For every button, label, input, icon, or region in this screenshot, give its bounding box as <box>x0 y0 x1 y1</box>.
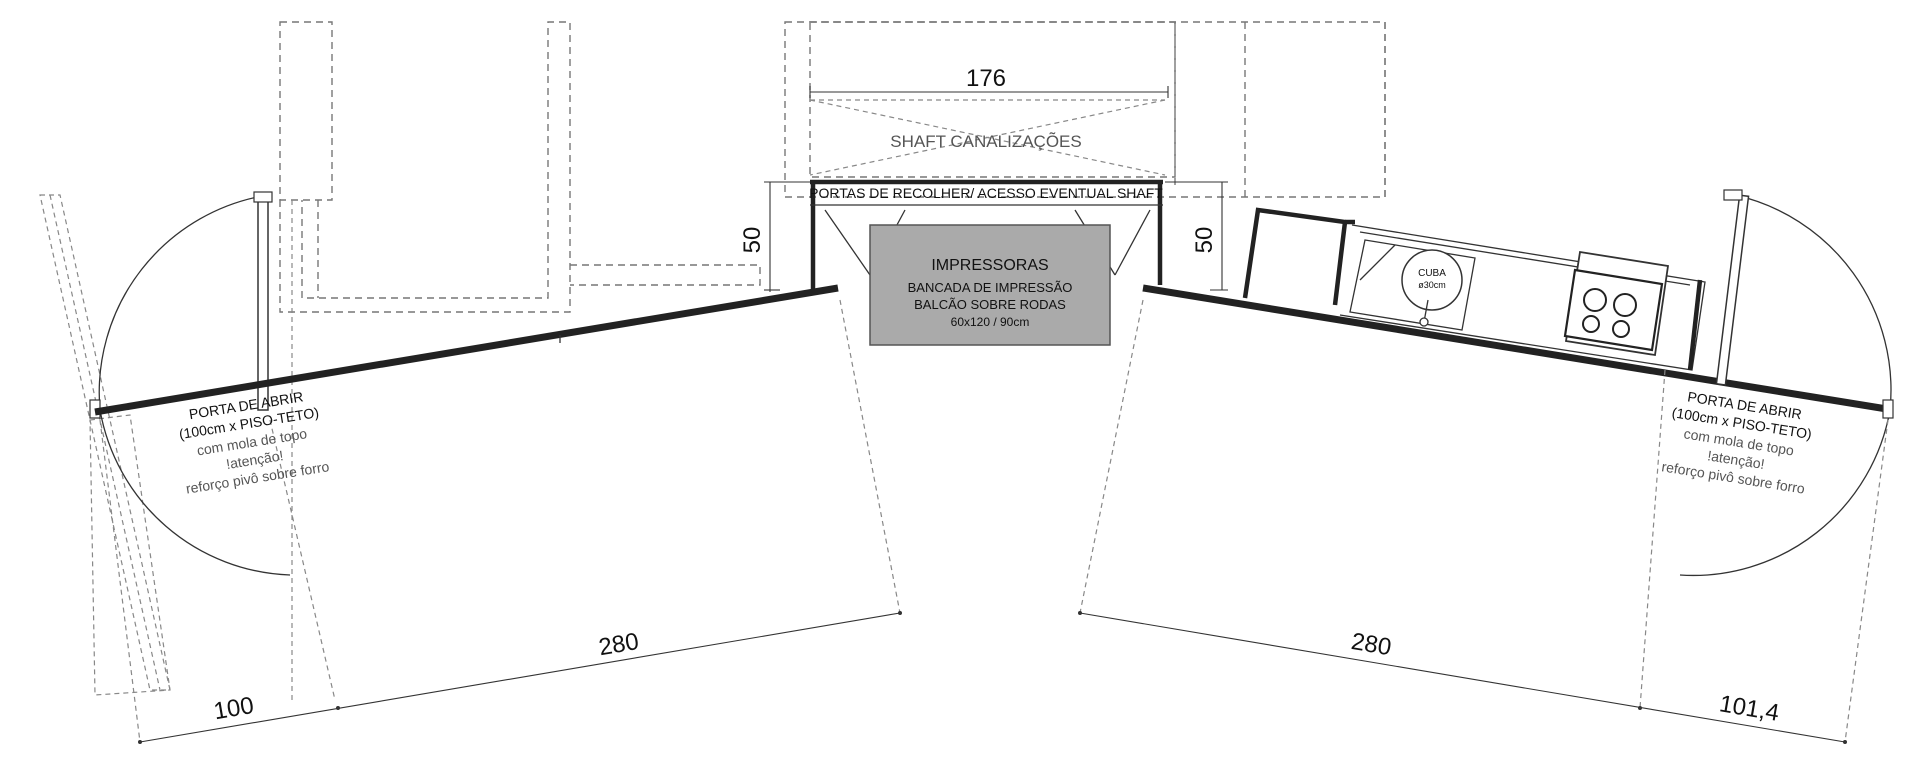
left-door-leaf-open-mid <box>49 194 161 691</box>
sink-size: ø30cm <box>1418 280 1446 290</box>
counter-end-wall <box>1687 279 1703 371</box>
dim-left-depth: 50 <box>739 227 766 254</box>
burner-4 <box>1612 320 1630 338</box>
dim-extension-right-wall-start <box>1079 299 1144 614</box>
printers-title: IMPRESSORAS <box>931 257 1048 274</box>
dimensions: 176 50 50 280 100 280 101,4 <box>99 65 1889 744</box>
dim-dot <box>1843 740 1847 744</box>
left-door-hinge-top <box>253 191 273 203</box>
dim-dot <box>1078 611 1082 615</box>
dim-extension-right-door <box>1844 419 1889 743</box>
sink-name: CUBA <box>1418 268 1446 279</box>
burner-1 <box>1583 288 1607 312</box>
dim-extension-left-door <box>99 419 141 743</box>
dim-shaft-width: 176 <box>966 65 1006 92</box>
drainboard-line <box>1359 244 1396 281</box>
central-niche: PORTAS DE RECOLHER/ ACESSO EVENTUAL SHAF… <box>809 132 1163 290</box>
printers-line3: 60x120 / 90cm <box>951 315 1030 329</box>
faucet-knob <box>1419 317 1429 327</box>
sliding-doors-label: PORTAS DE RECOLHER/ ACESSO EVENTUAL SHAF… <box>809 185 1163 201</box>
dim-right-door: 101,4 <box>1717 690 1781 727</box>
dim-dot <box>336 706 340 710</box>
folding-door-right-b <box>1114 209 1151 276</box>
dashed-room-left <box>279 21 571 313</box>
shaft-label: SHAFT CANALIZAÇÕES <box>890 132 1081 151</box>
left-door-frame-dashed <box>89 414 171 696</box>
sink-bowl <box>1401 249 1463 311</box>
dim-extension-right-wall-end <box>1639 369 1666 709</box>
shaft-cross-2 <box>809 99 1166 176</box>
left-wall <box>94 284 839 416</box>
right-door-swing-arc <box>1679 194 1892 577</box>
dim-right-depth: 50 <box>1191 227 1218 254</box>
dashed-ledge-left <box>570 264 761 286</box>
dim-left-wall: 280 <box>597 628 641 661</box>
printer-counter: IMPRESSORAS BANCADA DE IMPRESSÃO BALCÃO … <box>869 224 1111 346</box>
left-door-leaf <box>257 194 269 411</box>
right-door-hinge-top <box>1723 189 1743 201</box>
left-guide-1 <box>269 419 336 701</box>
dashed-outlines <box>39 21 1386 701</box>
printers-line2: BALCÃO SOBRE RODAS <box>914 297 1066 312</box>
dim-dot <box>898 611 902 615</box>
dashed-column-left <box>279 21 333 201</box>
right-wall <box>1142 284 1894 414</box>
folding-door-left-a <box>824 209 871 276</box>
kitchen-counter: CUBA ø30cm <box>1242 207 1706 371</box>
cooktop <box>1563 268 1664 352</box>
cabinet-module <box>1242 207 1348 306</box>
dim-extension-left-wall-end <box>839 299 901 614</box>
left-door-leaf-open <box>39 194 171 691</box>
dim-left-door: 100 <box>212 692 256 725</box>
dim-right-wall: 280 <box>1349 628 1393 661</box>
burner-3 <box>1582 315 1600 333</box>
printer-counter-box <box>869 224 1111 346</box>
dim-line-right-bottom <box>1079 612 1846 743</box>
right-door <box>1679 189 1894 577</box>
printers-line1: BANCADA DE IMPRESSÃO <box>908 280 1073 295</box>
dim-dot <box>1638 706 1642 710</box>
dim-line-left-bottom <box>139 612 901 743</box>
countertop <box>1339 224 1706 371</box>
left-door-annotation: PORTA DE ABRIR (100cm x PISO-TETO) com m… <box>178 388 331 496</box>
right-door-pivot <box>1882 399 1894 419</box>
dim-dot <box>138 740 142 744</box>
right-door-leaf <box>1715 194 1750 386</box>
right-door-annotation: PORTA DE ABRIR (100cm x PISO-TETO) com m… <box>1661 388 1813 496</box>
burner-2 <box>1613 293 1637 317</box>
dashed-shaft-outline <box>784 21 1386 198</box>
